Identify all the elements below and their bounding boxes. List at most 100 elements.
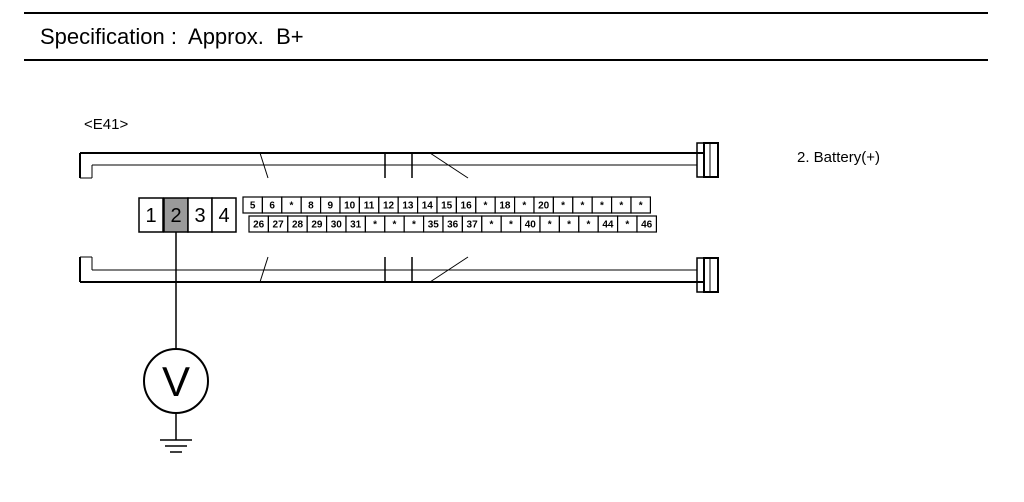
pin-label: 31 [350,220,362,231]
pin-10: 10 [339,196,360,214]
pin-label: 44 [602,220,614,231]
pin-unused: * [475,196,496,214]
pin-unused: * [513,196,535,214]
pin-unused: * [403,215,425,233]
pin-unused: * [616,215,638,233]
pin-label: * [619,201,623,212]
pin-label: 4 [218,205,229,227]
pin-label: 35 [428,220,440,231]
pin-label: * [600,201,604,212]
pin-label: 20 [538,201,550,212]
ground-icon [160,439,192,453]
pin-label: 15 [441,201,453,212]
pin-44: 44 [597,215,619,233]
pin-31: 31 [345,215,366,233]
pin-label: * [509,220,513,231]
pin-label: 12 [383,201,395,212]
pin-5: 5 [242,196,263,214]
pin-11: 11 [358,196,380,214]
pin-46: 46 [636,215,657,233]
pin-unused: * [500,215,522,233]
pin-label: 8 [308,201,314,212]
pin-label: 46 [641,220,653,231]
pin-37: 37 [461,215,483,233]
pin-unused: * [384,215,405,233]
pin-unused: * [481,215,502,233]
specification-text: Specification : Approx. B+ [40,25,304,49]
pin-unused: * [364,215,386,233]
pin-label: 10 [344,201,356,212]
pin-label: * [587,220,591,231]
pin-35: 35 [423,215,444,233]
pin-18: 18 [494,196,516,214]
pin-label: 1 [145,205,156,227]
spec-reference: B+ [276,24,304,49]
pin-20: 20 [533,196,554,214]
pin-unused: * [281,196,302,214]
pin-6: 6 [261,196,283,214]
pin-label: 16 [461,201,473,212]
pin-2: 2 [163,197,189,233]
pin-unused: * [539,215,560,233]
pin-unused: * [591,196,613,214]
pin-label: * [290,201,294,212]
spec-label: Specification [40,24,165,49]
pin-14: 14 [417,196,438,214]
voltmeter-symbol: V [162,358,190,405]
pin-label: * [393,220,397,231]
pin-label: * [484,201,488,212]
pin-label: 30 [331,220,343,231]
connector-id-label: <E41> [84,116,129,133]
pin-label: * [567,220,571,231]
pin-28: 28 [287,215,308,233]
pin-label: 28 [292,220,304,231]
pin-label: * [490,220,494,231]
pin-4: 4 [211,197,237,233]
pin-unused: * [610,196,632,214]
pin-16: 16 [455,196,477,214]
connector-body [79,142,719,293]
pin-label: * [625,220,629,231]
pin-label: 37 [467,220,479,231]
pin-label: * [412,220,416,231]
pin-label: 27 [273,220,285,231]
pin-unused: * [630,196,651,214]
pin-label: * [561,201,565,212]
pin-36: 36 [442,215,463,233]
pin-label: 14 [422,201,434,212]
pin-label: 18 [499,201,511,212]
spec-value: Approx. [188,24,264,49]
pin-unused: * [578,215,599,233]
pin-15: 15 [436,196,457,214]
pin-label: 9 [328,201,334,212]
pin-unused: * [552,196,574,214]
voltmeter-circuit: V [143,232,209,453]
pin-label: 26 [253,220,265,231]
pin-label: 2 [170,205,181,227]
pin-label: * [581,201,585,212]
pin-29: 29 [306,215,328,233]
pin-label: * [522,201,526,212]
specification-bar: Specification : Approx. B+ [24,12,988,61]
pin-description: 2. Battery(+) [797,149,880,166]
pin-label: 29 [311,220,323,231]
spec-separator: : [170,24,177,49]
pin-27: 27 [267,215,289,233]
pin-1: 1 [138,197,164,233]
pin-12: 12 [378,196,399,214]
pin-label: 40 [525,220,537,231]
pin-unused: * [558,215,580,233]
pin-label: 6 [269,201,275,212]
pin-label: 13 [402,201,414,212]
pin-26: 26 [248,215,269,233]
pin-30: 30 [326,215,347,233]
pin-label: 5 [250,201,256,212]
pin-label: 36 [447,220,459,231]
pin-unused: * [572,196,593,214]
pin-label: 3 [194,205,205,227]
pin-label: * [548,220,552,231]
pin-8: 8 [300,196,322,214]
pin-9: 9 [320,196,341,214]
